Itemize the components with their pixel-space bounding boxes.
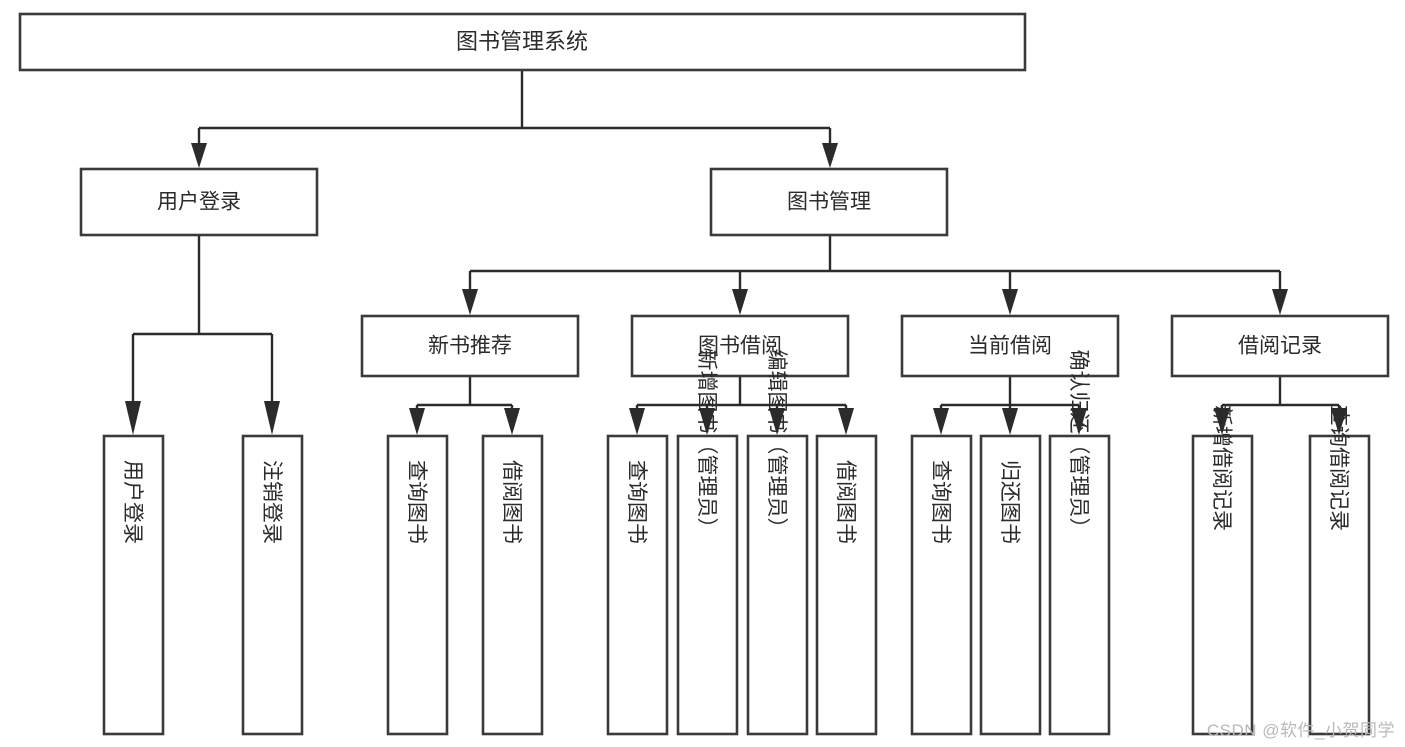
- leaf-user-login-1-label: 注销登录: [260, 460, 283, 544]
- leaf-current-borrow-2-label: 确认归还（管理员）: [1067, 350, 1090, 539]
- node-root-system[interactable]: 图书管理系统: [18, 12, 1027, 72]
- leaf-book-borrow-2-label: 编辑图书（管理员）: [765, 350, 788, 539]
- connector-currentborrow-to-leaves: [933, 377, 1087, 435]
- leaf-new-book-0-label: 查询图书: [405, 460, 428, 544]
- leaf-current-borrow-1-label: 归还图书: [998, 460, 1021, 544]
- node-current-borrow[interactable]: 当前借阅: [900, 314, 1120, 378]
- node-book-management[interactable]: 图书管理: [709, 167, 949, 237]
- connector-root-to-level2: [191, 70, 838, 168]
- leaf-current-borrow-1[interactable]: 归还图书: [979, 434, 1042, 736]
- leaf-user-login-1[interactable]: 注销登录: [241, 434, 304, 736]
- csdn-watermark: CSDN @软件_小贺同学: [1206, 721, 1395, 740]
- leaf-book-borrow-0-label: 查询图书: [625, 460, 648, 544]
- connector-newbook-to-leaves: [409, 377, 520, 435]
- node-user-login[interactable]: 用户登录: [79, 167, 319, 237]
- node-book-management-label: 图书管理: [787, 191, 871, 214]
- leaf-book-borrow-3[interactable]: 借阅图书: [815, 434, 878, 736]
- leaf-current-borrow-0[interactable]: 查询图书: [910, 434, 973, 736]
- leaf-current-borrow-0-label: 查询图书: [929, 460, 952, 544]
- leaf-book-borrow-2[interactable]: 编辑图书（管理员）: [746, 350, 809, 736]
- connector-bookmgmt-to-level3: [462, 235, 1288, 315]
- connector-bookborrow-to-leaves: [629, 377, 854, 435]
- leaf-borrow-record-0-label: 新增借阅记录: [1210, 405, 1233, 531]
- leaf-user-login-0-label: 用户登录: [121, 460, 144, 544]
- node-root-label: 图书管理系统: [456, 29, 588, 54]
- leaf-borrow-record-1-label: 查询借阅记录: [1327, 405, 1350, 531]
- node-new-book-recommend-label: 新书推荐: [428, 335, 512, 358]
- leaf-borrow-record-0[interactable]: 新增借阅记录: [1191, 405, 1254, 736]
- leaf-book-borrow-1[interactable]: 新增图书（管理员）: [676, 350, 739, 736]
- node-book-borrow[interactable]: 图书借阅: [630, 314, 850, 378]
- node-new-book-recommend[interactable]: 新书推荐: [360, 314, 580, 378]
- node-book-borrow-label: 图书借阅: [698, 335, 782, 358]
- node-borrow-record-label: 借阅记录: [1238, 335, 1322, 358]
- leaf-new-book-0[interactable]: 查询图书: [386, 434, 449, 736]
- node-user-login-label: 用户登录: [157, 191, 241, 214]
- leaf-book-borrow-0[interactable]: 查询图书: [606, 434, 669, 736]
- leaf-book-borrow-3-label: 借阅图书: [834, 460, 857, 544]
- leaf-new-book-1-label: 借阅图书: [500, 460, 523, 544]
- leaf-current-borrow-2[interactable]: 确认归还（管理员）: [1048, 350, 1111, 736]
- leaf-user-login-0[interactable]: 用户登录: [102, 434, 165, 736]
- node-current-borrow-label: 当前借阅: [968, 335, 1052, 358]
- leaf-book-borrow-1-label: 新增图书（管理员）: [695, 350, 718, 539]
- leaf-new-book-1[interactable]: 借阅图书: [481, 434, 544, 736]
- node-borrow-record[interactable]: 借阅记录: [1170, 314, 1390, 378]
- leaf-borrow-record-1[interactable]: 查询借阅记录: [1308, 405, 1371, 736]
- connector-borrowrecord-to-leaves: [1214, 377, 1347, 435]
- connector-userlogin-to-leaves: [125, 235, 280, 435]
